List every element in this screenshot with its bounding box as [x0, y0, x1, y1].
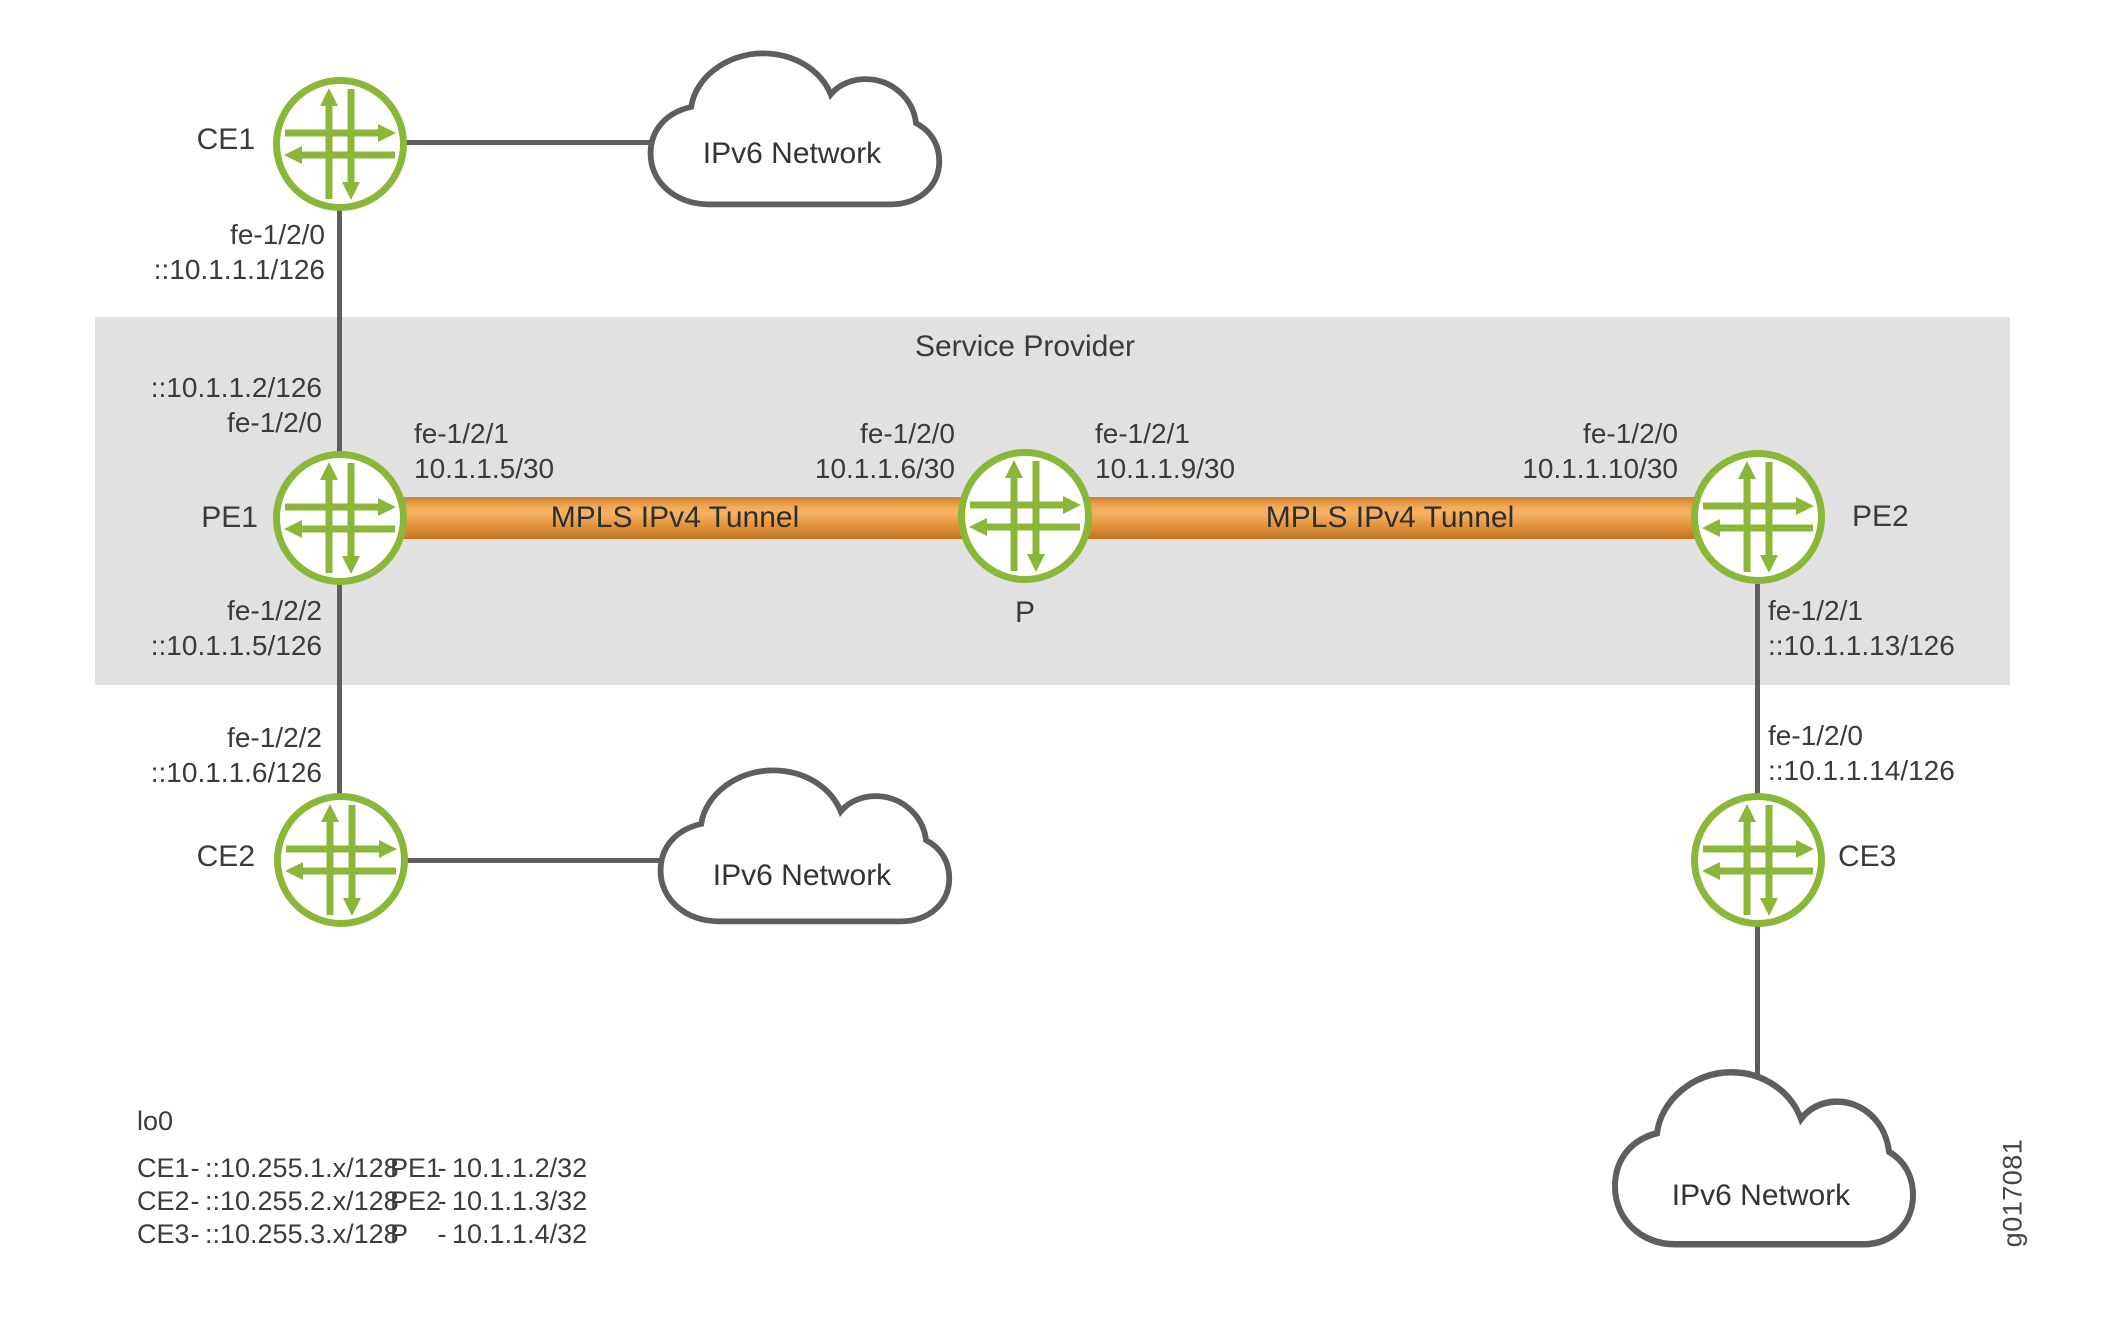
legend-row: CE3-::10.255.3.x/128P-10.1.1.4/32: [137, 1218, 587, 1251]
legend-left-name: CE1: [137, 1153, 190, 1183]
iface-address: 10.1.1.9/30: [1095, 453, 1236, 484]
iface-label-pe2-left: fe-1/2/0 10.1.1.10/30: [1522, 416, 1678, 486]
link-ce1-pe1: [337, 210, 342, 455]
legend-title: lo0: [137, 1106, 174, 1136]
iface-port: fe-1/2/1: [1095, 418, 1190, 449]
legend-right-name: PE2: [390, 1186, 442, 1216]
figure-id: g017081: [1997, 1138, 2028, 1248]
mpls-tunnel-west-label: MPLS IPv4 Tunnel: [550, 501, 800, 534]
router-icon-p: [954, 445, 1096, 587]
router-label-pe1: PE1: [201, 501, 258, 534]
router-icon-pe1: [269, 447, 411, 589]
cloud-icon: [637, 40, 947, 212]
legend-left-value: ::10.255.3.x/128: [205, 1219, 399, 1249]
iface-label-p-right: fe-1/2/1 10.1.1.9/30: [1095, 416, 1235, 486]
iface-label-p-left: fe-1/2/0 10.1.1.6/30: [815, 416, 955, 486]
iface-label-ce3-top: fe-1/2/0 ::10.1.1.14/126: [1768, 718, 1955, 788]
legend-row: CE1-::10.255.1.x/128PE1-10.1.1.2/32: [137, 1152, 587, 1185]
iface-address: ::10.1.1.6/126: [150, 757, 322, 788]
mpls-tunnel-east-label: MPLS IPv4 Tunnel: [1265, 501, 1515, 534]
iface-label-pe1-right: fe-1/2/1 10.1.1.5/30: [414, 416, 554, 486]
link-ce3-cloud: [1755, 922, 1760, 1082]
legend-dash: -: [190, 1186, 200, 1216]
legend-dash: -: [190, 1153, 200, 1183]
iface-address: ::10.1.1.1/126: [153, 254, 325, 285]
legend-right-name: PE1: [390, 1153, 442, 1183]
cloud-label: IPv6 Network: [702, 137, 882, 170]
legend-left-value: ::10.255.2.x/128: [205, 1186, 399, 1216]
iface-port: fe-1/2/0: [230, 219, 325, 250]
iface-address: ::10.1.1.13/126: [1768, 630, 1955, 661]
ipv6-network-cloud-top: IPv6 Network: [637, 40, 947, 212]
legend-right-value: 10.1.1.2/32: [452, 1153, 588, 1183]
legend-right-value: 10.1.1.3/32: [452, 1186, 588, 1216]
legend-left-name: CE3: [137, 1219, 190, 1249]
iface-address: ::10.1.1.14/126: [1768, 755, 1955, 786]
iface-address: 10.1.1.5/30: [414, 453, 555, 484]
iface-label-pe1-bottom: fe-1/2/2 ::10.1.1.5/126: [151, 593, 322, 663]
mpls-tunnel-east: MPLS IPv4 Tunnel: [1085, 497, 1695, 539]
iface-port: fe-1/2/1: [414, 418, 509, 449]
cloud-icon: [647, 757, 957, 929]
router-icon-pe2: [1687, 446, 1829, 588]
router-label-p: P: [1014, 596, 1035, 629]
cloud-label: IPv6 Network: [712, 859, 892, 892]
router-label-ce1: CE1: [196, 123, 255, 156]
link-pe2-ce3: [1755, 581, 1760, 797]
iface-port: fe-1/2/0: [1583, 418, 1678, 449]
iface-port: fe-1/2/0: [860, 418, 955, 449]
link-pe1-ce2: [337, 580, 342, 800]
cloud-icon: [1601, 1057, 1921, 1253]
legend-left-name: CE2: [137, 1186, 190, 1216]
router-icon-ce1: [269, 73, 411, 215]
iface-label-ce2-top: fe-1/2/2 ::10.1.1.6/126: [151, 720, 322, 790]
legend-dash: -: [437, 1219, 447, 1249]
ipv6-network-cloud-bottom-left: IPv6 Network: [647, 757, 957, 929]
loopback-legend: lo0 CE1-::10.255.1.x/128PE1-10.1.1.2/32 …: [137, 1104, 587, 1251]
iface-port: fe-1/2/2: [227, 722, 322, 753]
iface-label-pe2-bottom: fe-1/2/1 ::10.1.1.13/126: [1768, 593, 1955, 663]
legend-dash: -: [437, 1153, 447, 1183]
iface-label-ce1-wan: fe-1/2/0 ::10.1.1.1/126: [154, 217, 325, 287]
router-icon-ce2: [270, 789, 412, 931]
iface-address: 10.1.1.6/30: [814, 453, 955, 484]
legend-dash: -: [437, 1186, 447, 1216]
legend-rows: CE1-::10.255.1.x/128PE1-10.1.1.2/32 CE2-…: [137, 1152, 587, 1251]
iface-address: ::10.1.1.2/126: [150, 372, 322, 403]
iface-port: fe-1/2/0: [1768, 720, 1863, 751]
legend-row: CE2-::10.255.2.x/128PE2-10.1.1.3/32: [137, 1185, 587, 1218]
link-ce2-cloud: [405, 858, 665, 863]
legend-right-value: 10.1.1.4/32: [452, 1219, 588, 1249]
mpls-tunnel-west: MPLS IPv4 Tunnel: [385, 497, 965, 539]
service-provider-title: Service Provider: [914, 330, 1136, 363]
link-ce1-cloud: [405, 140, 660, 145]
router-icon-ce3: [1687, 789, 1829, 931]
iface-address: 10.1.1.10/30: [1522, 453, 1678, 484]
iface-port: fe-1/2/1: [1768, 595, 1863, 626]
iface-label-pe1-top: ::10.1.1.2/126 fe-1/2/0: [151, 370, 322, 440]
iface-port: fe-1/2/2: [227, 595, 322, 626]
legend-right-name: P: [390, 1219, 409, 1249]
iface-address: ::10.1.1.5/126: [150, 630, 322, 661]
router-label-ce3: CE3: [1838, 840, 1897, 873]
legend-left-value: ::10.255.1.x/128: [205, 1153, 399, 1183]
legend-dash: -: [190, 1219, 200, 1249]
cloud-label: IPv6 Network: [1671, 1179, 1851, 1212]
router-label-ce2: CE2: [196, 840, 255, 873]
router-label-pe2: PE2: [1852, 500, 1909, 533]
iface-port: fe-1/2/0: [227, 407, 322, 438]
ipv6-network-cloud-bottom-right: IPv6 Network: [1601, 1057, 1921, 1253]
